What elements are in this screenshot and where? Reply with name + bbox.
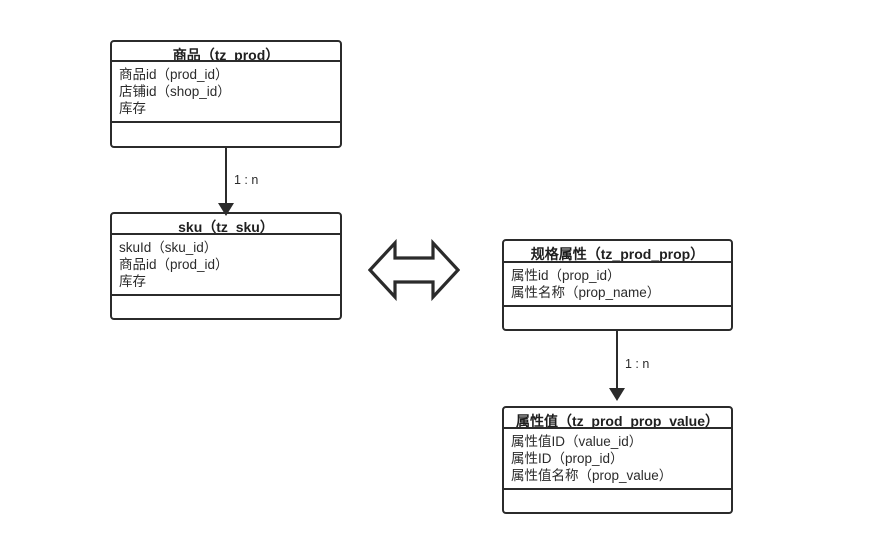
entity-title-tz-prod-prop-value: 属性值（tz_prod_prop_value）	[504, 408, 731, 429]
attribute-row: 属性值ID（value_id）	[511, 434, 643, 449]
entity-footer-tz-prod-prop-value	[504, 490, 731, 512]
attribute-row: 商品id（prod_id）	[119, 67, 229, 82]
relationship-cardinality-label: 1 : n	[625, 357, 650, 371]
entity-footer-tz-sku	[112, 296, 340, 318]
entity-box-tz-prod-prop[interactable]: 规格属性（tz_prod_prop） 属性id（prop_id） 属性名称（pr…	[502, 239, 733, 331]
entity-footer-tz-prod	[112, 123, 340, 146]
relationship-line	[616, 331, 618, 391]
attribute-row: 属性名称（prop_name）	[511, 285, 661, 300]
double-headed-arrow-icon[interactable]	[368, 235, 460, 305]
entity-box-tz-prod-prop-value[interactable]: 属性值（tz_prod_prop_value） 属性值ID（value_id） …	[502, 406, 733, 514]
entity-title-tz-sku: sku（tz_sku）	[112, 214, 340, 235]
attribute-row: 属性ID（prop_id）	[511, 451, 624, 466]
entity-attributes-tz-prod-prop: 属性id（prop_id） 属性名称（prop_name）	[504, 263, 731, 307]
attribute-row: 属性值名称（prop_value）	[511, 468, 673, 483]
entity-box-tz-sku[interactable]: sku（tz_sku） skuId（sku_id） 商品id（prod_id） …	[110, 212, 342, 320]
relationship-cardinality-label: 1 : n	[234, 173, 259, 187]
attribute-row: 属性id（prop_id）	[511, 268, 621, 283]
entity-title-tz-prod-prop: 规格属性（tz_prod_prop）	[504, 241, 731, 263]
entity-footer-tz-prod-prop	[504, 307, 731, 329]
attribute-row: 商品id（prod_id）	[119, 257, 229, 272]
entity-attributes-tz-prod: 商品id（prod_id） 店铺id（shop_id） 库存	[112, 62, 340, 123]
entity-attributes-tz-prod-prop-value: 属性值ID（value_id） 属性ID（prop_id） 属性值名称（prop…	[504, 429, 731, 490]
attribute-row: 店铺id（shop_id）	[119, 84, 231, 99]
relationship-line	[225, 148, 227, 206]
entity-attributes-tz-sku: skuId（sku_id） 商品id（prod_id） 库存	[112, 235, 340, 296]
arrowhead-icon	[609, 388, 625, 401]
entity-title-tz-prod: 商品（tz_prod）	[112, 42, 340, 62]
arrowhead-icon	[218, 203, 234, 216]
attribute-row: 库存	[119, 274, 146, 289]
attribute-row: skuId（sku_id）	[119, 240, 218, 255]
attribute-row: 库存	[119, 101, 146, 116]
entity-box-tz-prod[interactable]: 商品（tz_prod） 商品id（prod_id） 店铺id（shop_id） …	[110, 40, 342, 148]
